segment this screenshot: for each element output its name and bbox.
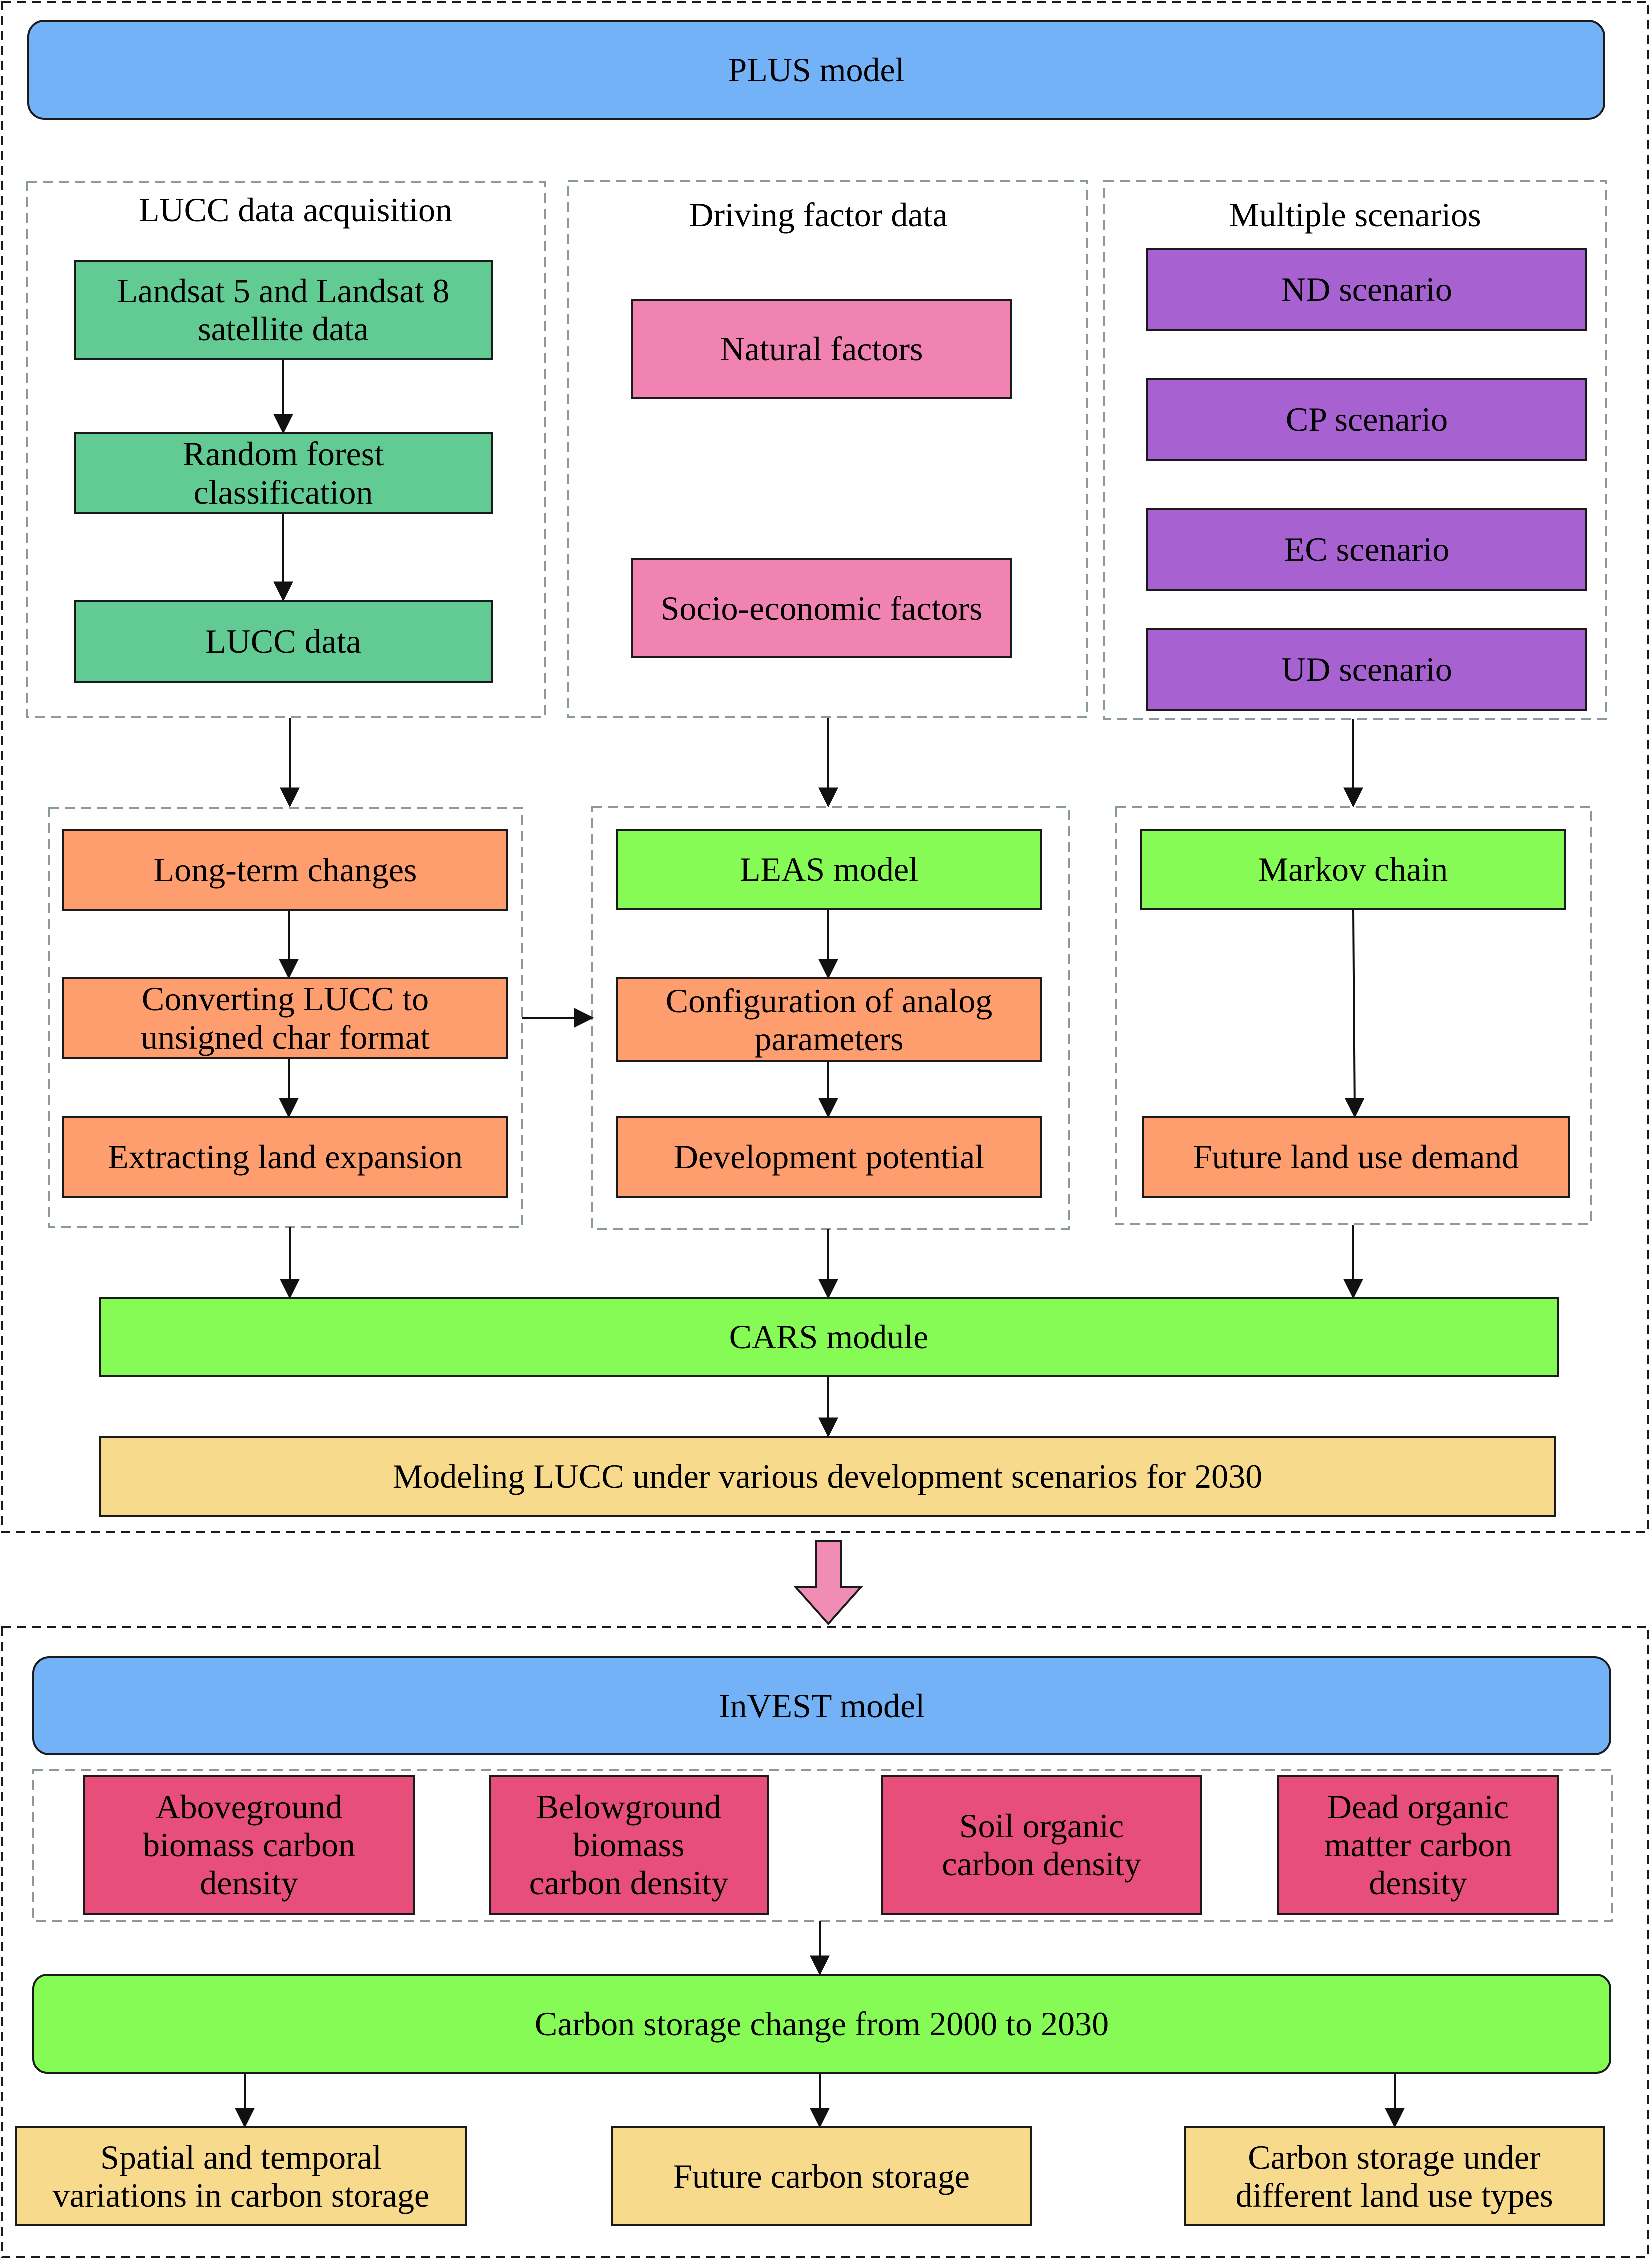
modeling-lucc-box: Modeling LUCC under various development … [99,1436,1556,1517]
leas-model-box: LEAS model [616,829,1042,910]
group-leas-inputs [48,807,523,1228]
natural-factors-box: Natural factors [631,299,1012,399]
plus-model-header: PLUS model [27,20,1605,120]
future-land-use-demand-box: Future land use demand [1142,1116,1570,1198]
arrow-markov-to-demand [1344,909,1365,1118]
lucc-acquisition-title: LUCC data acquisition [138,191,452,229]
lucc-data-box: LUCC data [74,600,493,683]
dead-organic-density-box: Dead organic matter carbon density [1277,1775,1559,1915]
configuration-analog-parameters-box: Configuration of analog parameters [616,977,1042,1062]
random-forest-box: Random forest classification [74,432,493,514]
spatial-temporal-variations-box: Spatial and temporal variations in carbo… [15,2126,467,2226]
carbon-storage-change-box: Carbon storage change from 2000 to 2030 [32,1974,1611,2074]
belowground-density-box: Belowground biomass carbon density [489,1775,769,1915]
invest-model-title: InVEST model [718,1686,925,1725]
carbon-storage-land-use-box: Carbon storage under different land use … [1184,2126,1605,2226]
markov-chain-box: Markov chain [1140,829,1566,910]
socio-economic-factors-box: Socio-economic factors [631,558,1012,658]
transition-arrow [793,1540,863,1626]
cp-scenario-box: CP scenario [1146,378,1587,461]
plus-model-title: PLUS model [728,50,905,89]
ec-scenario-box: EC scenario [1146,508,1587,591]
plus-frame [1,1,1649,1533]
group-carbon-densities [32,1769,1613,1922]
cars-module-box: CARS module [99,1297,1559,1377]
multiple-scenarios-title: Multiple scenarios [1229,196,1481,234]
development-potential-box: Development potential [616,1116,1042,1198]
group-markov [1115,806,1592,1225]
aboveground-density-box: Aboveground biomass carbon density [83,1775,415,1915]
driving-factors-title: Driving factor data [689,196,948,234]
converting-lucc-box: Converting LUCC to unsigned char format [62,977,508,1059]
nd-scenario-box: ND scenario [1146,248,1587,331]
invest-model-header: InVEST model [32,1656,1611,1755]
landsat-data-box: Landsat 5 and Landsat 8 satellite data [74,260,493,360]
soil-organic-density-box: Soil organic carbon density [881,1775,1202,1915]
future-carbon-storage-box: Future carbon storage [611,2126,1032,2226]
ud-scenario-box: UD scenario [1146,628,1587,711]
group-multiple-scenarios [1103,180,1607,720]
group-lucc-acquisition [26,181,546,718]
group-driving-factors [567,180,1088,718]
long-term-changes-box: Long-term changes [62,829,508,911]
invest-frame [1,1626,1649,2258]
extracting-land-expansion-box: Extracting land expansion [62,1116,508,1198]
